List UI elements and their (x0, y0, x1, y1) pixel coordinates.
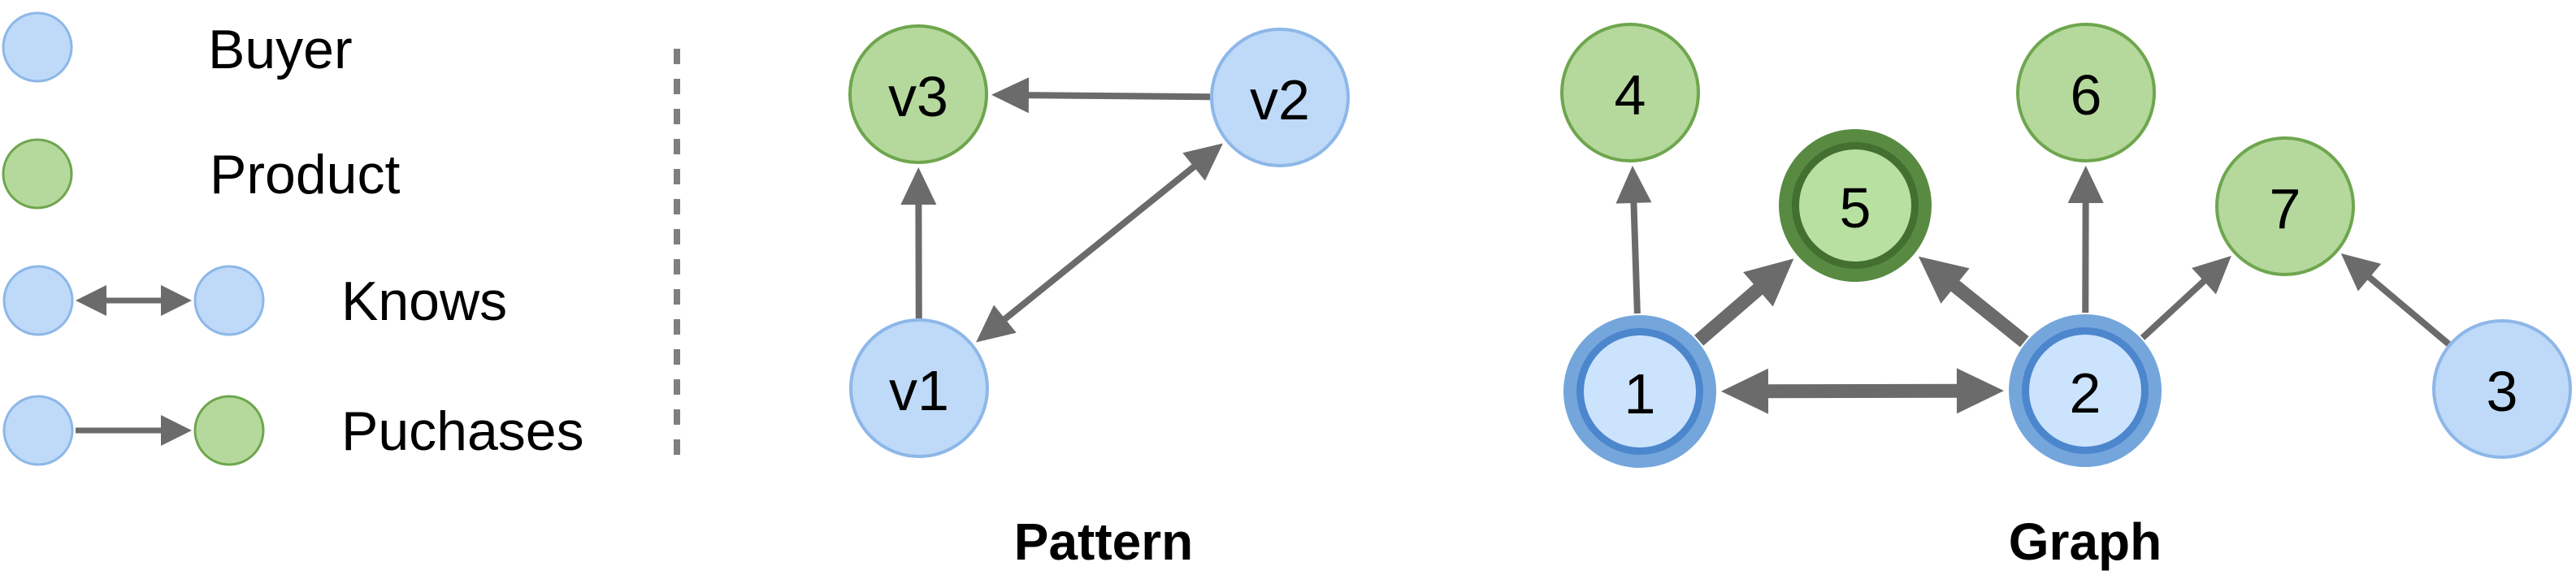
pattern-edge-v1-v3 (900, 166, 937, 319)
node-label: v1 (889, 359, 949, 422)
legend-label-puchases: Puchases (341, 400, 584, 462)
edge-line (1021, 92, 1211, 101)
node-label: 3 (2487, 360, 2518, 423)
legend-edge-target-node (193, 395, 265, 466)
graph-node-1: 1 (1563, 315, 1716, 468)
node-circle (2432, 319, 2572, 459)
graph-edge-2-7 (2140, 256, 2231, 340)
node-label: 6 (2071, 63, 2102, 127)
graph-diagram: 1 2 3 4 5 6 7 (1560, 23, 2572, 468)
legend-edge-source-node (2, 265, 74, 336)
arrowhead (161, 415, 192, 446)
arrowhead (2340, 253, 2382, 292)
arrowhead (1956, 368, 2005, 414)
node-label: v3 (888, 65, 948, 128)
node-label: 2 (2070, 361, 2101, 425)
edge-line (997, 159, 1202, 326)
node-circle (1584, 335, 1696, 447)
node-label: 5 (1840, 176, 1871, 240)
graph-node-3: 3 (2432, 319, 2572, 459)
graph-node-5: 5 (1779, 129, 1932, 282)
arrowhead (1743, 258, 1794, 307)
node-circle (1560, 23, 1700, 162)
legend-node-buyer (2, 11, 73, 83)
graph-node-6: 6 (2016, 23, 2156, 162)
arrowhead (161, 285, 192, 316)
legend-label-buyer: Buyer (208, 19, 353, 80)
graph-node-2: 2 (2009, 314, 2162, 467)
graph-edge-1-4 (1615, 165, 1652, 314)
legend-edge-source-node (2, 395, 74, 466)
arrowhead (991, 77, 1030, 114)
edge-line (1694, 278, 1770, 346)
arrowhead (1720, 368, 1769, 414)
graph-node-4: 4 (1560, 23, 1700, 162)
legend-edge-knows (76, 285, 192, 316)
pattern-edge-v1-v2 (976, 143, 1223, 343)
legend-label-knows: Knows (341, 270, 507, 332)
legend (2, 11, 265, 466)
pattern-node-v2: v2 (1210, 28, 1350, 167)
node-label: 1 (1624, 362, 1656, 426)
arrowhead (76, 285, 106, 316)
node-label: 7 (2270, 177, 2301, 240)
node-circle (1799, 149, 1911, 262)
graph-node-7: 7 (2215, 136, 2355, 276)
arrowhead (1615, 165, 1652, 204)
arrowhead (2192, 256, 2231, 295)
graph-edge-1-2 (1720, 368, 2005, 414)
node-circle (849, 318, 989, 458)
pattern-node-v1: v1 (849, 318, 989, 458)
node-circle (1210, 28, 1350, 167)
arrowhead (976, 305, 1017, 343)
pattern-edge-v2-v3 (991, 77, 1211, 114)
pattern-title: Pattern (1014, 512, 1194, 571)
arrowhead (2067, 165, 2104, 204)
node-circle (2215, 136, 2355, 276)
pattern-node-v3: v3 (848, 24, 988, 164)
graph-edge-2-5 (1918, 256, 2029, 348)
graph-edge-3-7 (2340, 253, 2451, 347)
legend-edge-target-node (193, 265, 265, 336)
node-circle (2029, 335, 2141, 447)
legend-node-product (2, 138, 73, 210)
arrowhead (900, 166, 937, 205)
edge-line (2140, 274, 2212, 340)
arrowhead (1182, 143, 1223, 181)
legend-label-product: Product (210, 144, 400, 205)
node-circle (848, 24, 988, 164)
edge-line (1630, 195, 1641, 314)
graph-edge-1-5 (1694, 258, 1794, 346)
node-label: v2 (1250, 68, 1310, 132)
pattern-diagram: v1 v2 v3 (848, 24, 1350, 458)
graph-title: Graph (2009, 512, 2162, 571)
node-label: 4 (1615, 63, 1646, 127)
arrowhead (1918, 256, 1970, 304)
node-circle (2016, 23, 2156, 162)
legend-edge-puchases (76, 415, 192, 446)
edge-line (1943, 275, 2029, 348)
graph-edge-2-6 (2067, 165, 2104, 313)
edge-line (2361, 270, 2451, 347)
